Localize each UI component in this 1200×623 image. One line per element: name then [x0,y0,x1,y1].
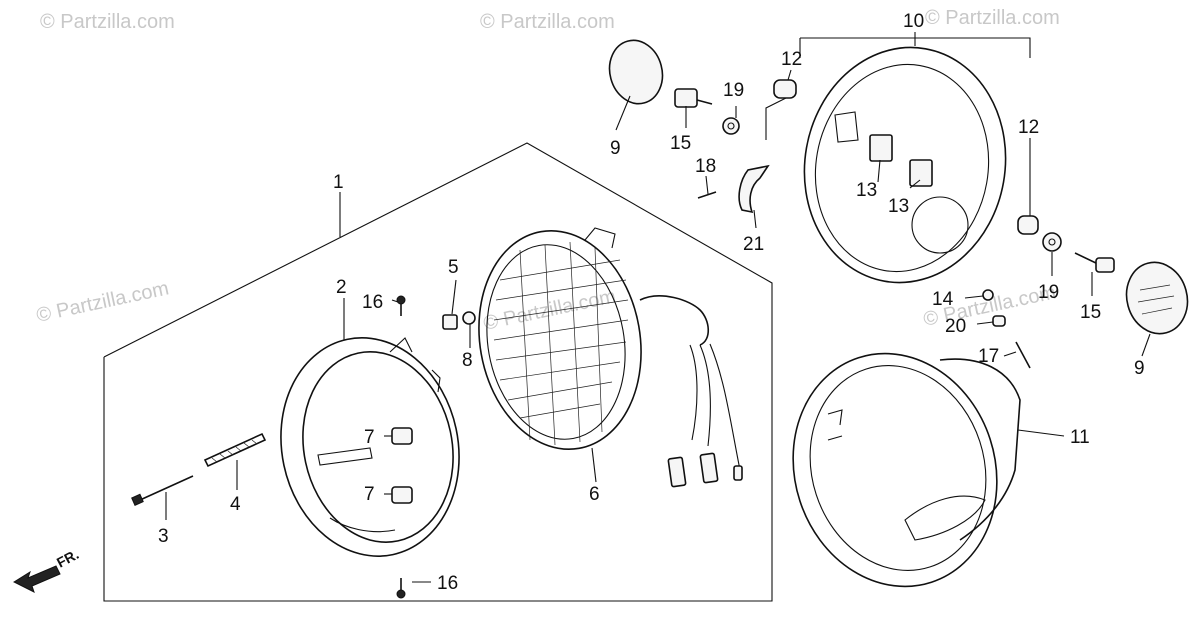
front-direction-arrow: FR. [12,546,81,593]
part-case-11 [792,352,1021,588]
callout-8: 8 [462,350,473,371]
part-sealed-beam-6 [478,227,743,488]
assembly-outline-1 [103,142,773,602]
part-nut-7a [391,427,413,445]
callout-2: 2 [336,277,347,298]
leader-lines [165,69,1151,583]
callout-7b: 7 [364,484,375,505]
callout-5: 5 [448,257,459,278]
callout-4: 4 [230,494,241,515]
part-screw-18 [697,191,717,199]
part-headlight-rim [280,337,460,557]
part-bolt-15b [1074,252,1115,273]
part-nut-14 [982,289,994,301]
part-reflector-9b [1125,261,1189,335]
part-collar-12a [773,79,797,99]
part-case-10 [803,46,1007,284]
leader-10 [799,37,1031,58]
callout-1: 1 [333,172,344,193]
callout-10: 10 [903,11,924,32]
direction-label: FR. [54,546,81,571]
callout-12a: 12 [781,49,802,70]
part-screw-16a-head [396,295,406,305]
callout-16b: 16 [437,573,458,594]
part-bracket-21 [738,164,770,214]
callout-17: 17 [978,346,999,367]
part-bolt-17 [1015,341,1031,369]
part-bolt-15a [674,88,713,108]
callout-3: 3 [158,526,169,547]
callout-12b: 12 [1018,117,1039,138]
part-screw-3 [131,475,194,506]
callout-20: 20 [945,316,966,337]
part-spring-4 [203,432,267,468]
part-collar-12b [1017,215,1039,235]
callout-13b: 13 [888,196,909,217]
callout-6: 6 [589,484,600,505]
part-washer-19a [722,117,740,135]
part-nut-7b [391,486,413,504]
callout-19a: 19 [723,80,744,101]
watermark-2: © Partzilla.com [480,11,615,33]
part-collar-20 [992,315,1006,327]
callout-15b: 15 [1080,302,1101,323]
callout-11: 11 [1070,427,1090,448]
callout-13a: 13 [856,180,877,201]
arrow-icon [12,565,61,593]
watermark-4: © Partzilla.com [34,277,170,327]
callout-21: 21 [743,234,764,255]
callout-15a: 15 [670,133,691,154]
callouts: 1 2 3 4 5 6 7 7 8 9 9 10 11 12 12 13 13 … [158,11,1145,594]
watermark-3: © Partzilla.com [925,7,1060,29]
callout-14: 14 [932,289,954,310]
watermark-1: © Partzilla.com [40,11,175,33]
part-nut-8 [462,311,476,325]
callout-7a: 7 [364,427,375,448]
callout-9b: 9 [1134,358,1145,379]
part-screw-16b-head [396,589,406,599]
part-reflector-9a [608,39,664,105]
part-clip-5 [442,314,458,330]
callout-9a: 9 [610,138,621,159]
callout-19b: 19 [1038,282,1059,303]
part-washer-19b [1042,232,1062,252]
callout-16a: 16 [362,292,383,313]
callout-18: 18 [695,156,716,177]
